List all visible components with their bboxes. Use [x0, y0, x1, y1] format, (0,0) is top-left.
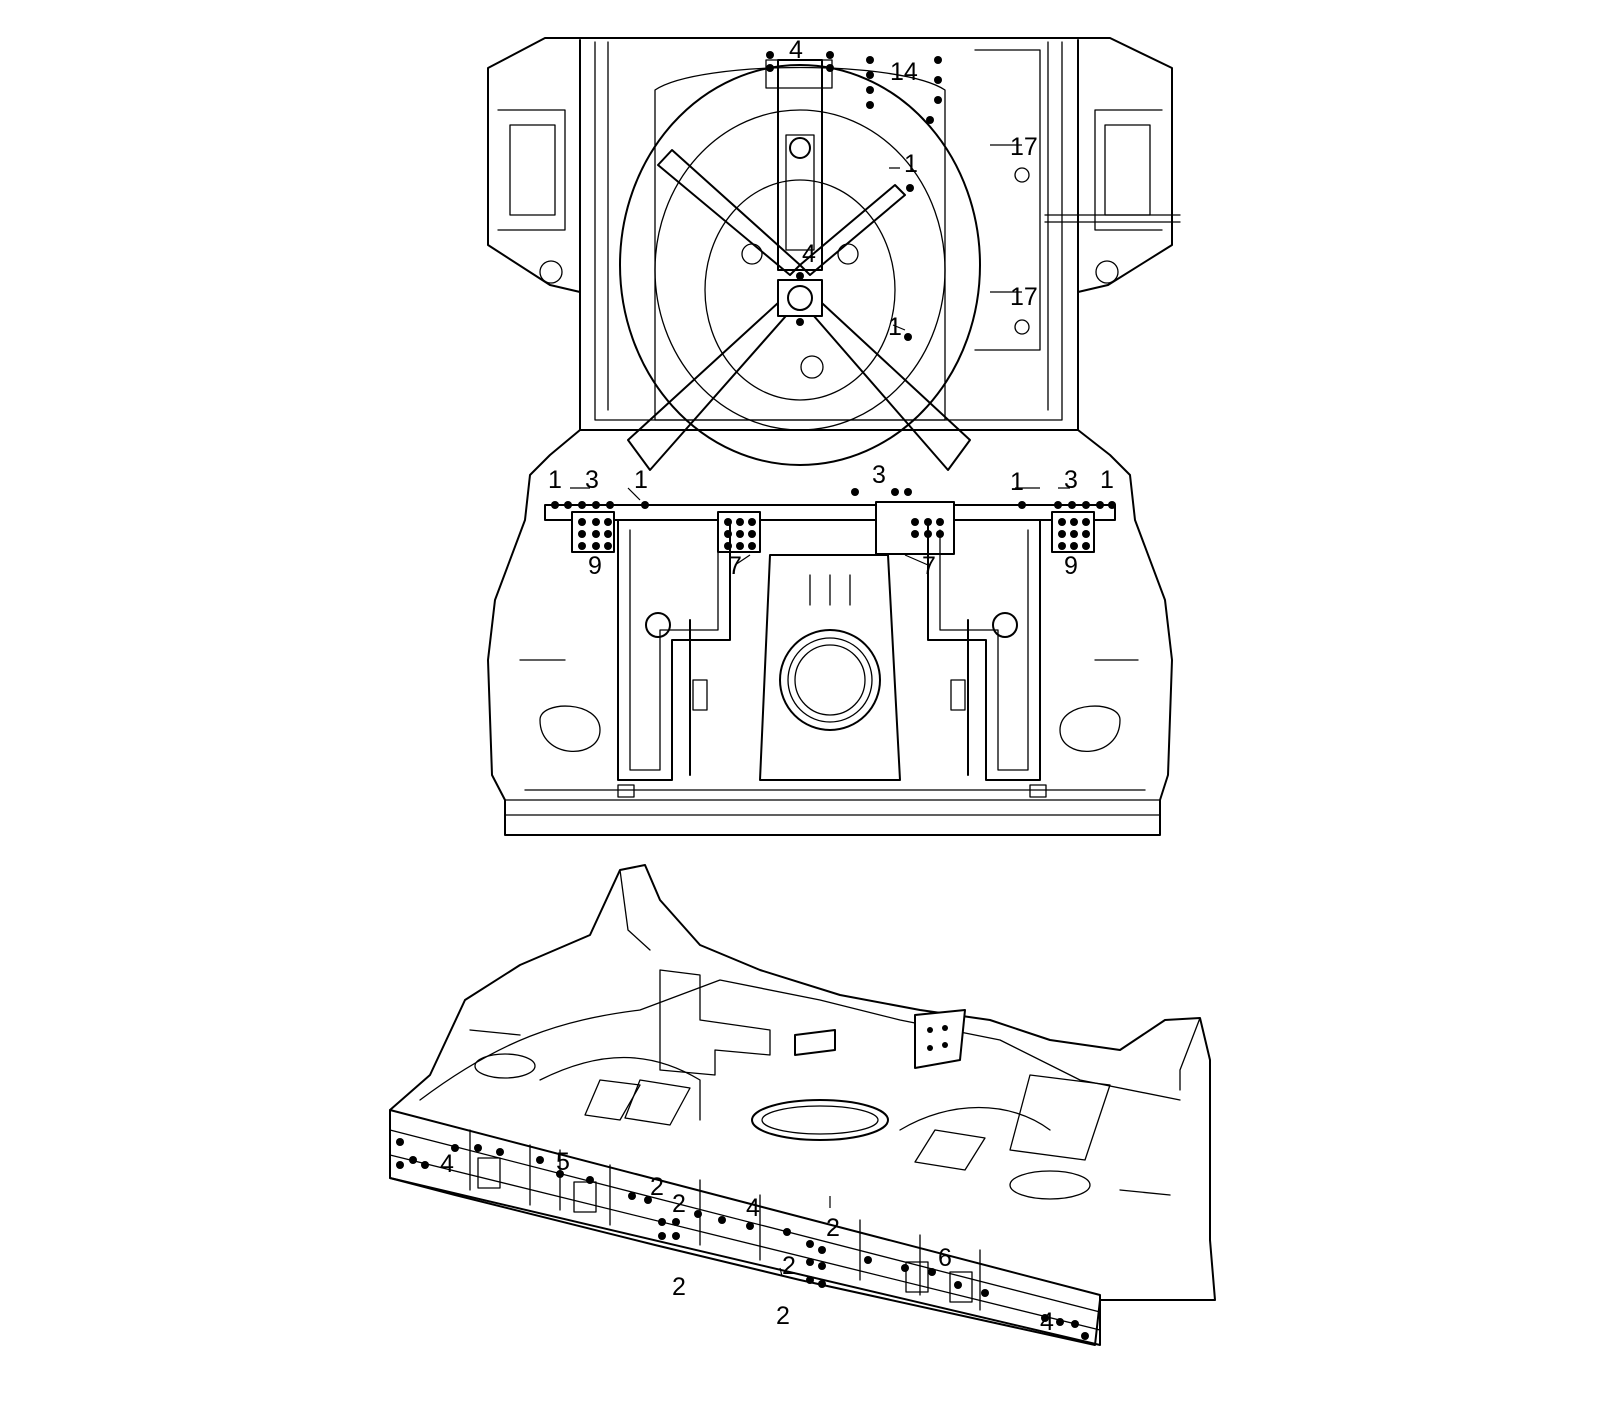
callouts: 4 14 1 17 4 17 1 1 3 1 3 1 3 1 9 7 7 9 4…	[440, 36, 1114, 1336]
callout-17-lower: 17	[1010, 283, 1038, 311]
top-view-floor-panel	[487, 37, 1181, 836]
callout-6: 6	[938, 1244, 952, 1272]
callout-7-right: 7	[922, 552, 936, 580]
callout-2-b: 2	[672, 1190, 686, 1218]
callout-2-f: 2	[776, 1302, 790, 1330]
callout-17-upper: 17	[1010, 133, 1038, 161]
callout-3-left: 3	[585, 466, 599, 494]
callout-3-center: 3	[872, 461, 886, 489]
weld-spots-sill	[396, 1138, 1089, 1340]
callout-4-mid: 4	[802, 240, 816, 268]
callout-2-e: 2	[782, 1252, 796, 1280]
callout-1-right-outer: 1	[1100, 466, 1114, 494]
callout-4-bottom-right: 4	[1040, 1308, 1054, 1336]
callout-4-upper: 4	[789, 36, 803, 64]
callout-5: 5	[556, 1148, 570, 1176]
callout-4-bottom-mid: 4	[746, 1194, 760, 1222]
callout-2-c: 2	[826, 1214, 840, 1242]
callout-14: 14	[890, 58, 918, 86]
callout-7-left: 7	[728, 552, 742, 580]
callout-9-left: 9	[588, 552, 602, 580]
reinforcement-brackets	[571, 501, 1095, 555]
callout-1-center: 1	[904, 150, 918, 178]
callout-4-bottom-left: 4	[440, 1150, 454, 1178]
callout-2-d: 2	[672, 1273, 686, 1301]
isometric-floor-panel	[389, 864, 1216, 1346]
callout-2-a: 2	[650, 1173, 664, 1201]
callout-1-left-inner: 1	[634, 466, 648, 494]
callout-3-right: 3	[1064, 466, 1078, 494]
callout-9-right: 9	[1064, 552, 1078, 580]
callout-1-lower: 1	[888, 313, 902, 341]
callout-1-left-outer: 1	[548, 466, 562, 494]
weld-spots-upper	[766, 51, 942, 341]
callout-1-right-inner: 1	[1010, 468, 1024, 496]
